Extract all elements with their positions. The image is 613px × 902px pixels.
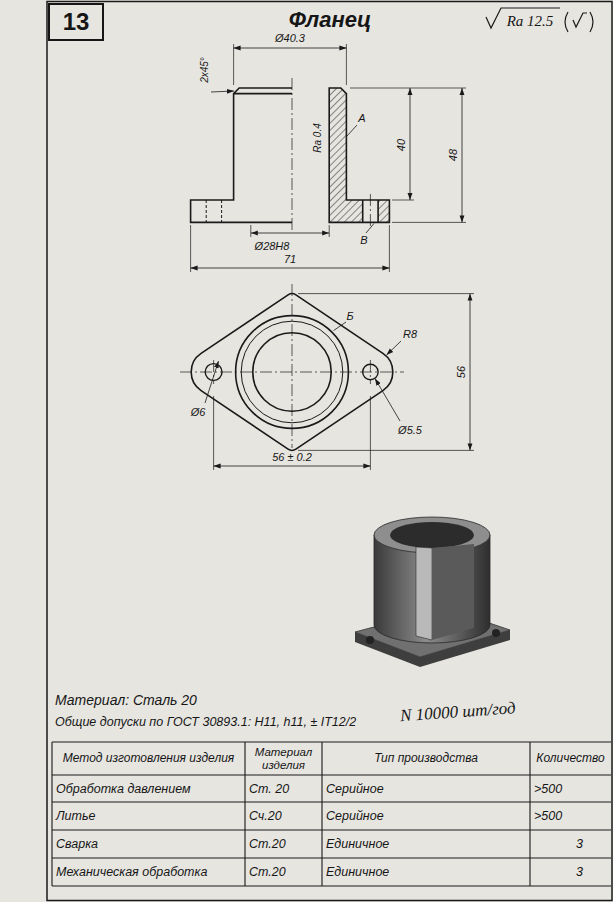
leader-line (375, 379, 400, 422)
dimension-line (191, 268, 390, 269)
tolerance-note: Общие допуски по ГОСТ 30893.1: H11, h11,… (55, 715, 356, 729)
table-cell: Единичное (326, 865, 389, 879)
table-cell: Ст.20 (249, 865, 286, 879)
dimension-line (462, 88, 463, 222)
dimension-line (410, 88, 411, 200)
leader-line (205, 361, 219, 403)
dimension-text: 48 (447, 149, 460, 161)
extension-line (214, 294, 474, 470)
table-cell: Серийное (326, 781, 384, 795)
surface-letter: В (360, 234, 367, 247)
dimension-text: Ø28H8 (255, 240, 290, 253)
dimension-line (470, 294, 471, 451)
hidden-hole (206, 200, 221, 222)
table-cell: Механическая обработка (56, 865, 207, 879)
drawing-title: Фланец (289, 7, 372, 33)
dimension-text: 56 (455, 366, 468, 378)
chamfer-dimension: 2x45° (199, 57, 211, 83)
table-cell: Единичное (326, 837, 389, 851)
table-cell: Серийное (326, 809, 384, 823)
dimension-text: 71 (284, 253, 296, 266)
sheet-number: 13 (63, 10, 90, 34)
leader-line (347, 125, 357, 136)
center-line (292, 78, 370, 230)
dimension-line (234, 48, 347, 49)
leader-line (366, 224, 374, 234)
leader-line (387, 341, 402, 355)
material-note: Материал: Сталь 20 (55, 692, 197, 708)
hub-3d-bore (390, 522, 474, 548)
dimension-line (214, 466, 371, 467)
extension-line (191, 44, 466, 272)
radius-dimension: R8 (403, 328, 417, 341)
hole-dimension: Ø5.5 (398, 424, 422, 437)
table-cell: Сварка (56, 837, 98, 851)
table-cell: 3 (576, 865, 583, 879)
table-header: Материал изделия (248, 745, 320, 771)
table-cell: Обработка давлением (56, 781, 191, 795)
dimension-text: 40 (395, 139, 408, 151)
table-header: Метод изготовления изделия (55, 752, 243, 766)
surface-letter: A (358, 112, 365, 125)
surface-letter: Б (346, 310, 353, 323)
hole-dimension: Ø6 (191, 406, 206, 419)
dimension-text: 56 ± 0.2 (272, 451, 312, 464)
table-header: Тип производства (326, 752, 526, 766)
section-hatch (329, 88, 389, 222)
dimension-text: Ø40.3 (275, 32, 305, 45)
cutaway-face (416, 547, 432, 640)
handwritten-note: N 10000 шт/год (399, 698, 516, 726)
table-cell: >500 (534, 809, 562, 823)
table-header: Количество (532, 752, 610, 766)
sheet-number-box: 13 (48, 3, 104, 41)
table-cell: Ст.20 (249, 837, 286, 851)
sheet-frame (47, 2, 612, 901)
table-cell: >500 (534, 781, 562, 795)
hub-3d-body (374, 535, 490, 643)
roughness-value: Ra 0.4 (312, 123, 324, 152)
view-outline (191, 88, 292, 222)
roughness-value: Ra 12.5 (507, 13, 554, 30)
table-cell: Ст. 20 (249, 781, 289, 795)
table-cell: Сч.20 (249, 809, 282, 823)
roughness-sign-bracketed (565, 12, 593, 32)
table-grid (52, 742, 611, 886)
table-cell: Литье (56, 809, 95, 823)
leader-line (334, 322, 347, 331)
dimension-line (251, 233, 329, 234)
bore-3d-wall (432, 544, 474, 640)
table-cell: 3 (576, 837, 583, 851)
flange-3d-hole (492, 629, 500, 637)
flange-3d-hole (366, 636, 374, 644)
leader-line (211, 91, 234, 92)
